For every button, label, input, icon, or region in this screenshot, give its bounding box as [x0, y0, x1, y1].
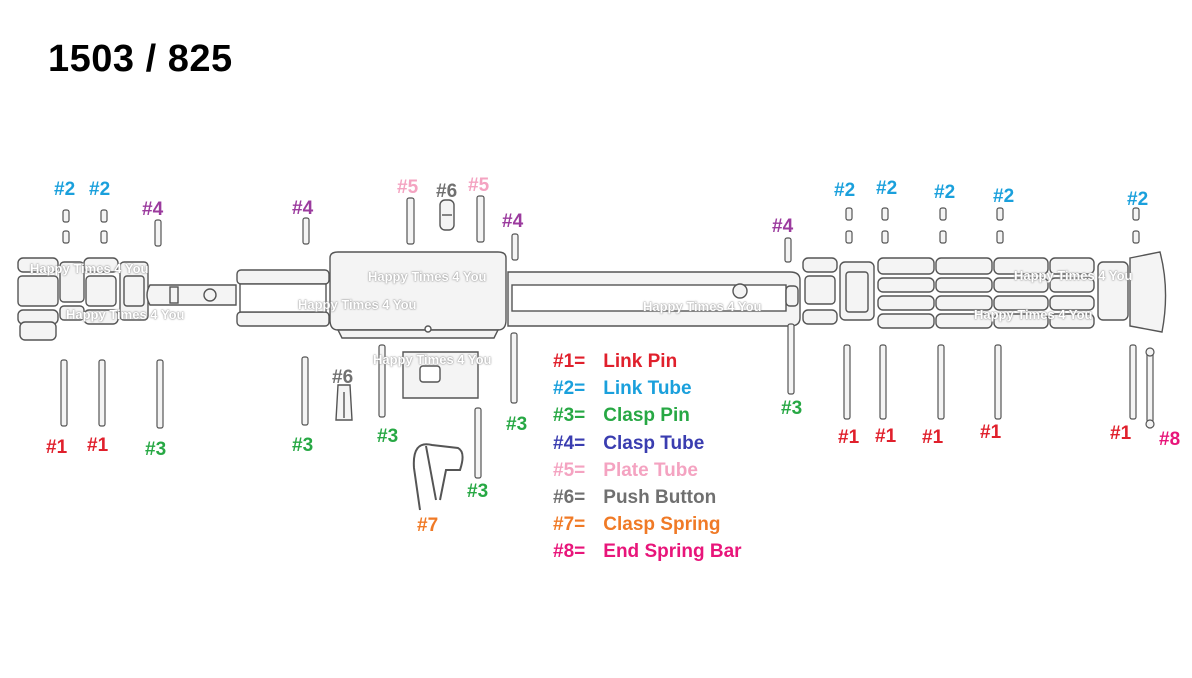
watermark: Happy Times 4 You [373, 352, 492, 367]
callout-link-tube: #2 [1127, 189, 1149, 210]
callout-push-button: #6 [332, 367, 354, 388]
callout-link-pin: #1 [87, 435, 109, 456]
watermark: Happy Times 4 You [643, 299, 762, 314]
callout-link-tube: #2 [89, 179, 111, 200]
legend-label: Push Button [603, 486, 717, 508]
right-clasp-blade [507, 271, 801, 327]
buckle-plate [402, 351, 479, 399]
callout-clasp-spring: #7 [417, 515, 439, 536]
callout-clasp-pin: #3 [145, 439, 167, 460]
legend-item: #6= Push Button [553, 484, 742, 511]
callout-clasp-pin: #3 [506, 414, 528, 435]
callout-clasp-pin: #3 [292, 435, 314, 456]
legend-label: Plate Tube [603, 459, 698, 481]
legend-item: #7= Clasp Spring [553, 511, 742, 538]
parts-legend: #1= Link Pin #2= Link Tube #3= Clasp Pin… [553, 348, 742, 566]
callout-clasp-pin: #3 [781, 398, 803, 419]
callout-link-tube: #2 [834, 180, 856, 201]
watermark: Happy Times 4 You [1014, 268, 1133, 283]
callout-clasp-tube: #4 [142, 199, 164, 220]
legend-code: #8= [553, 541, 586, 563]
tubes [62, 195, 1140, 263]
legend-label: Clasp Pin [603, 405, 690, 427]
legend-code: #7= [553, 514, 586, 536]
watermark: Happy Times 4 You [30, 261, 149, 276]
watermark: Happy Times 4 You [298, 297, 417, 312]
legend-code: #3= [553, 405, 586, 427]
callout-link-pin: #1 [46, 437, 68, 458]
callout-link-tube: #2 [876, 178, 898, 199]
callout-link-tube: #2 [993, 186, 1015, 207]
legend-code: #5= [553, 459, 586, 481]
clasp-spring-part [412, 443, 464, 511]
callout-link-pin: #1 [838, 427, 860, 448]
callout-clasp-tube: #4 [772, 216, 794, 237]
push-button-part [335, 199, 455, 421]
legend-code: #4= [553, 432, 586, 454]
callout-end-spring-bar: #8 [1159, 429, 1181, 450]
clasp-cover [329, 251, 507, 339]
legend-label: Clasp Spring [603, 514, 721, 536]
legend-item: #3= Clasp Pin [553, 402, 742, 429]
legend-label: End Spring Bar [603, 541, 742, 563]
left-clasp-end [146, 284, 237, 306]
watermark: Happy Times 4 You [66, 307, 185, 322]
callout-link-tube: #2 [934, 182, 956, 203]
callout-clasp-tube: #4 [502, 211, 524, 232]
legend-code: #2= [553, 378, 586, 400]
legend-item: #1= Link Pin [553, 348, 742, 375]
callout-link-pin: #1 [922, 427, 944, 448]
callout-plate-tube: #5 [397, 177, 419, 198]
callout-link-tube: #2 [54, 179, 76, 200]
callout-link-pin: #1 [1110, 423, 1132, 444]
callout-clasp-pin: #3 [467, 481, 489, 502]
legend-item: #8= End Spring Bar [553, 538, 742, 565]
left-clasp-blade [236, 269, 330, 327]
pins [60, 323, 1155, 479]
callout-clasp-pin: #3 [377, 426, 399, 447]
callout-clasp-tube: #4 [292, 198, 314, 219]
callout-plate-tube: #5 [468, 175, 490, 196]
callout-link-pin: #1 [980, 422, 1002, 443]
legend-code: #1= [553, 351, 586, 372]
legend-label: Clasp Tube [603, 432, 705, 454]
right-link-section [802, 251, 1167, 333]
watermark: Happy Times 4 You [368, 269, 487, 284]
legend-item: #4= Clasp Tube [553, 430, 742, 457]
legend-code: #6= [553, 486, 586, 508]
legend-item: #5= Plate Tube [553, 457, 742, 484]
legend-label: Link Pin [603, 351, 678, 372]
callout-link-pin: #1 [875, 426, 897, 447]
callout-push-button: #6 [436, 181, 458, 202]
legend-label: Link Tube [603, 378, 692, 400]
watermark: Happy Times 4 You [974, 307, 1093, 322]
model-title: 1503 / 825 [48, 38, 233, 80]
legend-item: #2= Link Tube [553, 375, 742, 402]
left-link-section [17, 257, 149, 341]
